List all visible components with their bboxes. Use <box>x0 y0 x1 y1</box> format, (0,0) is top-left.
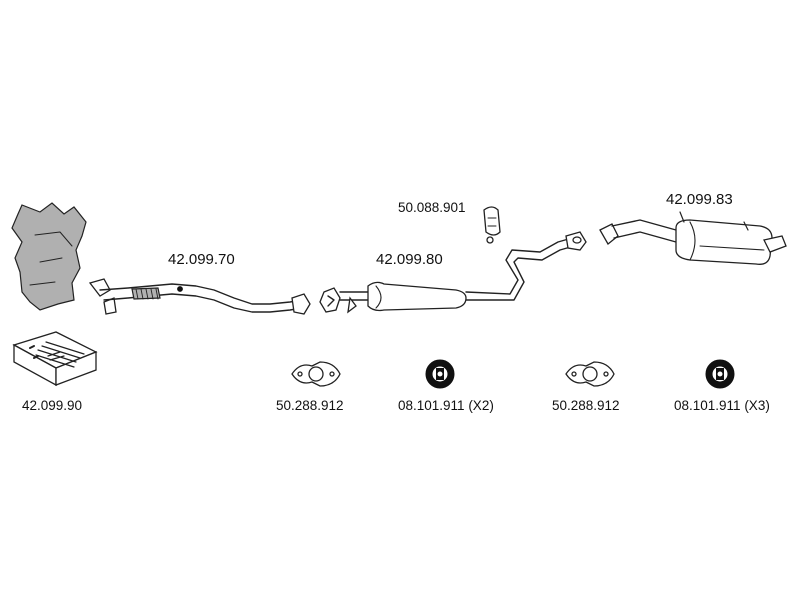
rear-silencer-illustration <box>599 211 787 265</box>
rubber-mount-illustration <box>425 359 455 389</box>
catalytic-converter-illustration <box>11 202 87 311</box>
gasket-illustration <box>291 361 341 387</box>
part-number-label: 42.099.80 <box>376 251 443 268</box>
part-number-label: 42.099.90 <box>22 398 82 413</box>
part-number-label: 08.101.911 (X3) <box>674 398 770 413</box>
part-number-label: 08.101.911 (X2) <box>398 398 494 413</box>
part-number-label: 42.099.83 <box>666 191 733 208</box>
rubber-hanger-illustration <box>483 206 501 244</box>
part-number-label: 42.099.70 <box>168 251 235 268</box>
flange-gasket-illustration <box>319 287 341 313</box>
part-number-label: 50.088.901 <box>398 200 466 215</box>
gasket-illustration <box>565 361 615 387</box>
part-number-label: 50.288.912 <box>276 398 344 413</box>
mounting-kit-box-illustration <box>12 331 98 387</box>
part-number-label: 50.288.912 <box>552 398 620 413</box>
rubber-mount-illustration <box>705 359 735 389</box>
front-pipe-illustration <box>88 278 311 315</box>
centre-silencer-pipe-illustration <box>339 231 587 314</box>
